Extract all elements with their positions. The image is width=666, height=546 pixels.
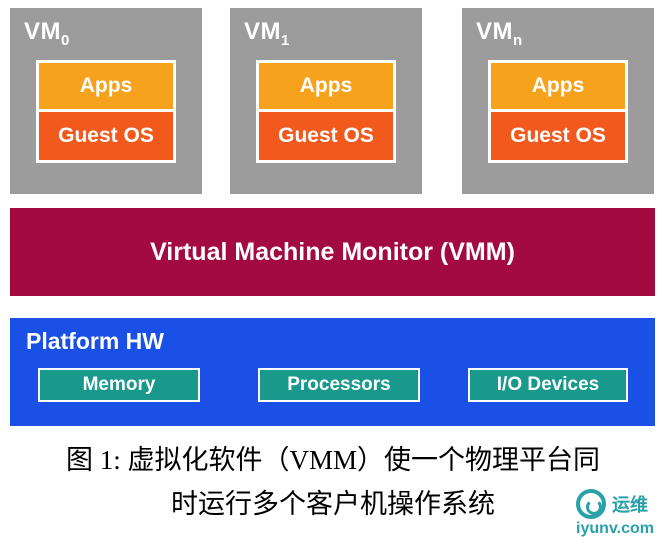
guest-os-box: Guest OS: [488, 109, 628, 163]
vmm-label: Virtual Machine Monitor (VMM): [150, 237, 515, 266]
iyunv-logo-icon: [576, 489, 607, 519]
vm-subscript: 1: [281, 31, 290, 49]
vm-name: VM: [476, 18, 513, 45]
vm-label-n: VMn: [476, 18, 523, 49]
io-devices-box: I/O Devices: [468, 368, 628, 402]
vm-stack-n: Apps Guest OS: [488, 60, 628, 163]
apps-box: Apps: [488, 60, 628, 109]
vm-subscript: n: [513, 31, 523, 49]
vm-label-0: VM0: [24, 18, 70, 49]
vm-box-0: VM0 Apps Guest OS: [10, 8, 202, 194]
guest-os-box: Guest OS: [36, 109, 176, 163]
watermark-row: 运维: [576, 489, 654, 519]
apps-box: Apps: [36, 60, 176, 109]
figure-caption: 图 1: 虚拟化软件（VMM）使一个物理平台同 时运行多个客户机操作系统: [0, 438, 666, 526]
vm-name: VM: [24, 18, 61, 45]
watermark-name: 运维: [612, 495, 649, 515]
vm-subscript: 0: [61, 31, 70, 49]
vm-stack-1: Apps Guest OS: [256, 60, 396, 163]
vm-stack-0: Apps Guest OS: [36, 60, 176, 163]
apps-box: Apps: [256, 60, 396, 109]
vm-box-1: VM1 Apps Guest OS: [230, 8, 422, 194]
memory-box: Memory: [38, 368, 200, 402]
watermark-url: iyunv.com: [576, 520, 654, 537]
processors-box: Processors: [258, 368, 420, 402]
vm-label-1: VM1: [244, 18, 290, 49]
caption-line-2: 时运行多个客户机操作系统: [171, 489, 495, 519]
watermark: 运维 iyunv.com: [576, 489, 654, 538]
caption-line-1: 图 1: 虚拟化软件（VMM）使一个物理平台同: [65, 445, 600, 475]
vm-name: VM: [244, 18, 281, 45]
platform-hw-label: Platform HW: [26, 328, 164, 354]
platform-hw-bar: Platform HW Memory Processors I/O Device…: [10, 318, 655, 426]
guest-os-box: Guest OS: [256, 109, 396, 163]
vm-box-n: VMn Apps Guest OS: [462, 8, 654, 194]
vmm-bar: Virtual Machine Monitor (VMM): [10, 208, 655, 296]
